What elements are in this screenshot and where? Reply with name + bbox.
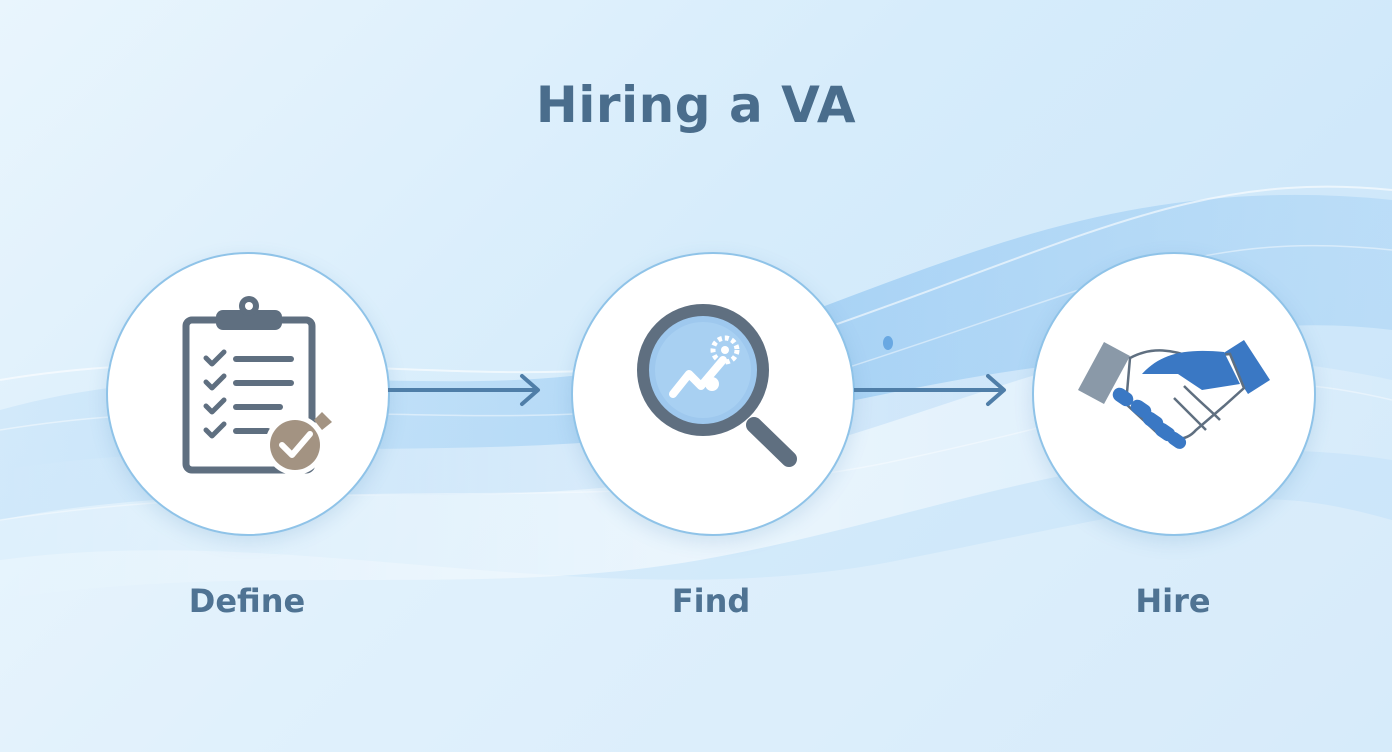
clipboard-checklist-icon (182, 296, 332, 475)
step-label-define: Define (188, 582, 306, 620)
magnifier-icon (637, 304, 797, 467)
step-hire-circle (1032, 252, 1316, 536)
arrow-right-icon (854, 374, 1006, 406)
page-title: Hiring a VA (535, 76, 857, 134)
step-label-find: Find (671, 582, 751, 620)
step-label-hire: Hire (1135, 582, 1211, 620)
arrow-right-icon (388, 374, 540, 406)
handshake-icon (1078, 340, 1270, 449)
step-define-circle (106, 252, 390, 536)
step-find-circle (571, 252, 855, 536)
